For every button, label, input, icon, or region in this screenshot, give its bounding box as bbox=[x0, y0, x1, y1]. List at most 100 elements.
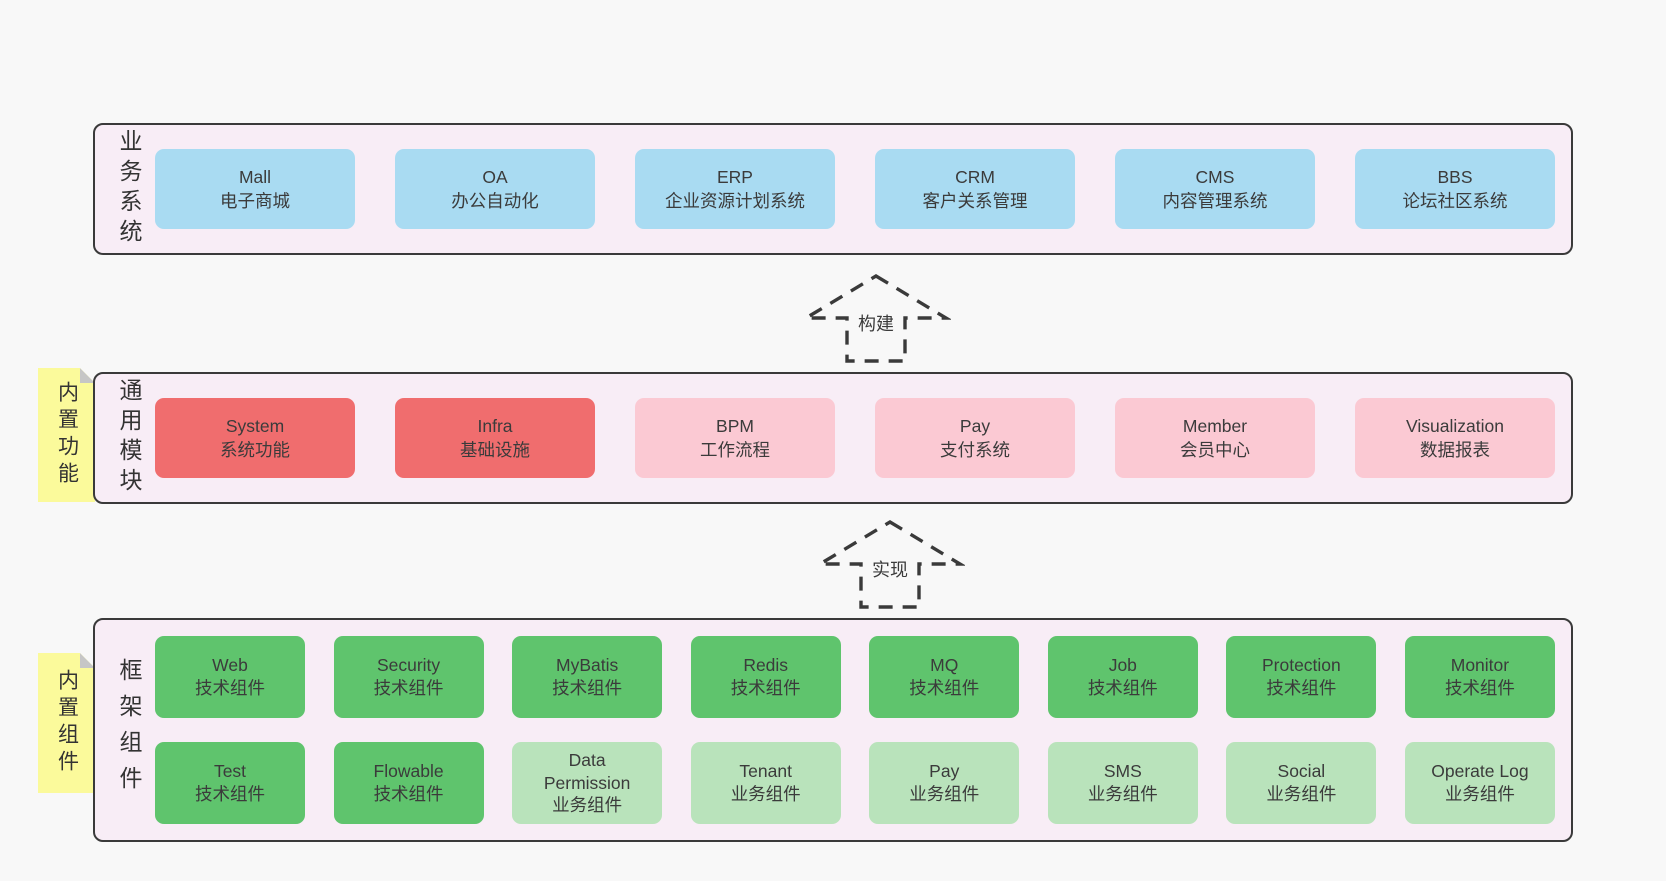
box-title: Visualization bbox=[1406, 415, 1504, 436]
common-modules-panel: 通用模块 System 系统功能 Infra 基础设施 BPM 工作流程 Pay… bbox=[93, 372, 1573, 504]
components-row-1: Web 技术组件 Security 技术组件 MyBatis 技术组件 Redi… bbox=[155, 636, 1555, 718]
box-title: OA bbox=[482, 166, 508, 187]
box-title: Security bbox=[376, 655, 441, 676]
sticky-note-built-in-features: 内置功能 bbox=[38, 368, 95, 502]
box-title: BBS bbox=[1437, 166, 1473, 187]
box-title: Job bbox=[1108, 655, 1137, 676]
box-title: BPM bbox=[716, 415, 754, 436]
box-bbs: BBS 论坛社区系统 bbox=[1355, 149, 1555, 229]
box-bpm: BPM 工作流程 bbox=[635, 398, 835, 478]
note-label: 内置组件 bbox=[55, 669, 79, 777]
box-member: Member 会员中心 bbox=[1115, 398, 1315, 478]
box-system: System 系统功能 bbox=[155, 398, 355, 478]
box-subtitle: 技术组件 bbox=[373, 678, 444, 698]
box-sms: SMS 业务组件 bbox=[1047, 742, 1198, 824]
box-erp: ERP 企业资源计划系统 bbox=[635, 149, 835, 229]
box-subtitle: 技术组件 bbox=[909, 678, 980, 698]
box-title: Protection bbox=[1261, 655, 1341, 676]
note-label: 内置功能 bbox=[55, 381, 79, 489]
box-pay-biz: Pay 业务组件 bbox=[869, 742, 1020, 824]
box-pay: Pay 支付系统 bbox=[875, 398, 1075, 478]
box-title: Monitor bbox=[1450, 655, 1510, 676]
box-mybatis: MyBatis 技术组件 bbox=[512, 636, 663, 718]
box-title: Pay bbox=[959, 415, 991, 436]
business-systems-panel: 业务系统 Mall 电子商城 OA 办公自动化 ERP 企业资源计划系统 CRM… bbox=[93, 123, 1573, 255]
arrow-label: 构建 bbox=[855, 309, 897, 337]
box-protection: Protection 技术组件 bbox=[1226, 636, 1377, 718]
box-subtitle: 办公自动化 bbox=[451, 191, 539, 211]
up-arrow-dashed-icon bbox=[801, 274, 951, 363]
box-subtitle: 技术组件 bbox=[1266, 678, 1337, 698]
box-test: Test 技术组件 bbox=[155, 742, 305, 824]
business-boxes-row: Mall 电子商城 OA 办公自动化 ERP 企业资源计划系统 CRM 客户关系… bbox=[149, 149, 1571, 229]
box-mall: Mall 电子商城 bbox=[155, 149, 355, 229]
box-title: Test bbox=[213, 761, 247, 782]
box-social: Social 业务组件 bbox=[1226, 742, 1377, 824]
box-subtitle: 业务组件 bbox=[730, 784, 801, 804]
box-subtitle: 客户关系管理 bbox=[922, 191, 1028, 211]
box-title: Mall bbox=[238, 166, 272, 187]
sticky-note-built-in-components: 内置组件 bbox=[38, 653, 95, 793]
box-title: Redis bbox=[743, 655, 789, 676]
box-subtitle: 技术组件 bbox=[195, 784, 265, 804]
box-subtitle: 系统功能 bbox=[220, 440, 290, 460]
box-monitor: Monitor 技术组件 bbox=[1404, 636, 1555, 718]
box-title: Social bbox=[1277, 761, 1326, 782]
box-subtitle: 论坛社区系统 bbox=[1402, 191, 1508, 211]
box-subtitle: 技术组件 bbox=[730, 678, 801, 698]
box-subtitle: 技术组件 bbox=[195, 678, 265, 698]
box-subtitle: 业务组件 bbox=[1444, 784, 1515, 804]
modules-boxes-row: System 系统功能 Infra 基础设施 BPM 工作流程 Pay 支付系统… bbox=[149, 398, 1571, 478]
box-oa: OA 办公自动化 bbox=[395, 149, 595, 229]
box-subtitle: 业务组件 bbox=[552, 795, 623, 816]
box-title: System bbox=[225, 415, 285, 436]
box-mq: MQ 技术组件 bbox=[869, 636, 1020, 718]
box-crm: CRM 客户关系管理 bbox=[875, 149, 1075, 229]
panel-label: 通用模块 bbox=[116, 378, 142, 498]
arrow-label: 实现 bbox=[869, 555, 911, 583]
up-arrow-dashed-icon bbox=[815, 520, 965, 609]
box-title: SMS bbox=[1103, 761, 1142, 782]
box-subtitle: 基础设施 bbox=[460, 440, 530, 460]
box-subtitle: 技术组件 bbox=[552, 678, 623, 698]
box-subtitle: 业务组件 bbox=[1266, 784, 1337, 804]
box-title: Flowable bbox=[373, 761, 444, 782]
box-title: MyBatis bbox=[556, 655, 619, 676]
box-visualization: Visualization 数据报表 bbox=[1355, 398, 1555, 478]
box-subtitle: 企业资源计划系统 bbox=[665, 191, 805, 211]
box-cms: CMS 内容管理系统 bbox=[1115, 149, 1315, 229]
components-rows: Web 技术组件 Security 技术组件 MyBatis 技术组件 Redi… bbox=[149, 636, 1571, 824]
box-redis: Redis 技术组件 bbox=[690, 636, 841, 718]
box-data-permission: Data Permission 业务组件 bbox=[512, 742, 663, 824]
box-subtitle: 会员中心 bbox=[1180, 440, 1250, 460]
box-job: Job 技术组件 bbox=[1047, 636, 1198, 718]
box-subtitle: 内容管理系统 bbox=[1162, 191, 1268, 211]
box-operate-log: Operate Log 业务组件 bbox=[1404, 742, 1555, 824]
box-title: CMS bbox=[1195, 166, 1235, 187]
box-subtitle: 业务组件 bbox=[1087, 784, 1158, 804]
box-infra: Infra 基础设施 bbox=[395, 398, 595, 478]
box-title: CRM bbox=[955, 166, 995, 187]
box-title: Data Permission bbox=[543, 749, 631, 793]
panel-label: 框架组件 bbox=[116, 658, 142, 802]
box-subtitle: 电子商城 bbox=[220, 191, 290, 211]
box-title: Pay bbox=[929, 761, 960, 782]
build-arrow: 构建 bbox=[801, 271, 951, 365]
box-subtitle: 支付系统 bbox=[940, 440, 1010, 460]
box-tenant: Tenant 业务组件 bbox=[690, 742, 841, 824]
box-title: Member bbox=[1182, 415, 1248, 436]
box-subtitle: 技术组件 bbox=[373, 784, 444, 804]
box-subtitle: 数据报表 bbox=[1420, 440, 1490, 460]
implement-arrow: 实现 bbox=[815, 517, 965, 611]
box-subtitle: 工作流程 bbox=[700, 440, 770, 460]
panel-label: 业务系统 bbox=[116, 129, 142, 249]
box-subtitle: 技术组件 bbox=[1087, 678, 1158, 698]
box-title: ERP bbox=[717, 166, 753, 187]
box-title: Tenant bbox=[739, 761, 792, 782]
box-subtitle: 技术组件 bbox=[1444, 678, 1515, 698]
box-flowable: Flowable 技术组件 bbox=[333, 742, 484, 824]
components-row-2: Test 技术组件 Flowable 技术组件 Data Permission … bbox=[155, 742, 1555, 824]
box-web: Web 技术组件 bbox=[155, 636, 305, 718]
box-title: Operate Log bbox=[1431, 761, 1529, 782]
